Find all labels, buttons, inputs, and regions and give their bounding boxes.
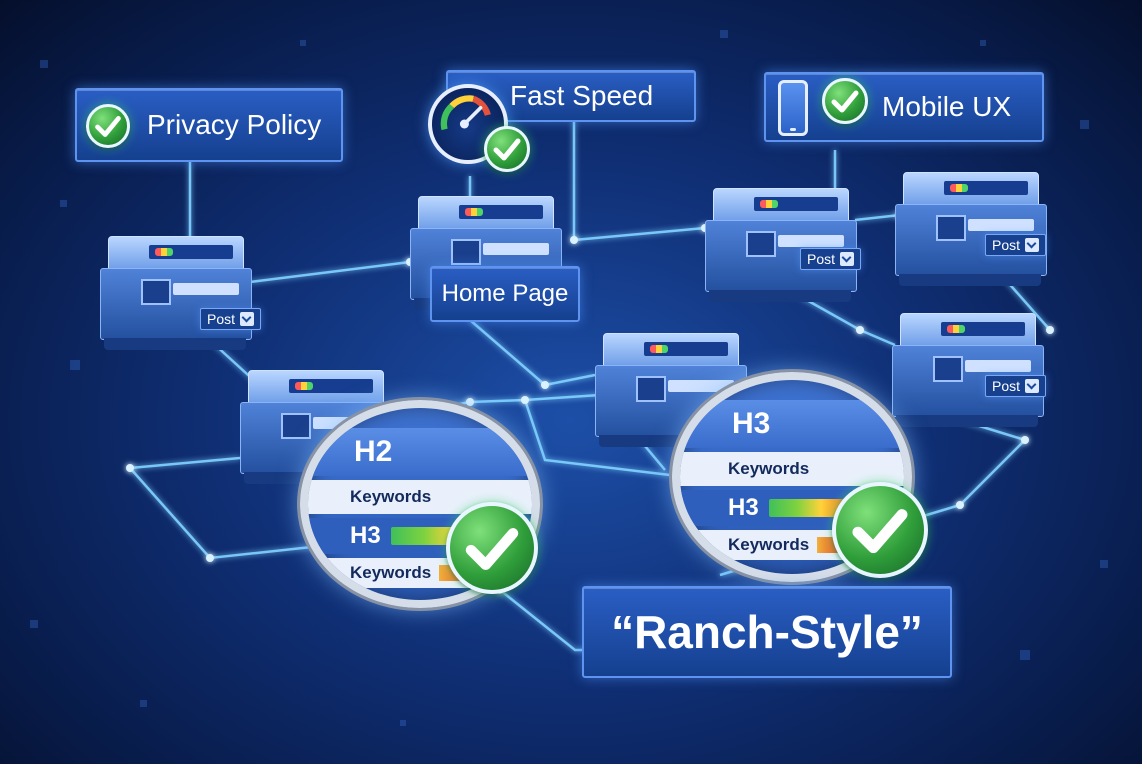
node-dot: [126, 464, 134, 472]
keyword-score-meter: [768, 499, 849, 517]
server-center: [595, 333, 747, 448]
server-post-lower-right: [892, 313, 1044, 428]
node-dot: [856, 326, 864, 334]
link-mid-lens: [523, 399, 671, 477]
server-post-top: [705, 188, 857, 303]
post-label: Post: [992, 378, 1021, 394]
link-right-lower: [909, 418, 1028, 522]
bg-pixel: [70, 360, 80, 370]
node-dot: [521, 396, 529, 404]
privacy-policy-text: Privacy Policy: [147, 109, 322, 140]
bg-pixel: [980, 40, 986, 46]
ranch-style-text: “Ranch-Style”: [611, 606, 923, 658]
bg-pixel: [400, 720, 406, 726]
check-icon: [86, 104, 130, 148]
server-privacy: [100, 236, 252, 351]
post-label: Post: [992, 237, 1021, 253]
lens-heading: H3: [680, 400, 904, 448]
link-bottom: [499, 589, 590, 652]
mobile-ux-label: Mobile UX: [764, 72, 1044, 142]
check-icon: [446, 502, 538, 594]
post-tag: Post: [800, 248, 862, 270]
mobile-ux-text: Mobile UX: [882, 91, 1012, 122]
post-label: Post: [207, 311, 236, 327]
post-tag: Post: [985, 375, 1047, 397]
check-icon: [484, 126, 530, 172]
chevron-down-icon: [1025, 238, 1040, 252]
bg-pixel: [140, 700, 147, 707]
bg-pixel: [30, 620, 38, 628]
link-top-row: [249, 260, 411, 284]
node-dot: [1021, 436, 1029, 444]
link-home-to-mid: [469, 319, 596, 387]
lens-heading: H2: [308, 428, 532, 476]
node-dot: [956, 501, 964, 509]
post-tag: Post: [985, 234, 1047, 256]
check-icon: [822, 78, 868, 124]
chevron-down-icon: [840, 252, 855, 266]
fast-speed-text: Fast Speed: [510, 80, 654, 111]
lens-keywords: Keywords: [680, 452, 904, 486]
node-dot: [1046, 326, 1054, 334]
node-dot: [206, 554, 214, 562]
post-label: Post: [807, 251, 836, 267]
link-lower-left: [127, 456, 331, 560]
chevron-down-icon: [240, 312, 255, 326]
mobile-phone-icon: [778, 80, 808, 136]
magnifier-lens-right: H3 Keywords H3 Keywords: [672, 372, 912, 582]
home-page-text: Home Page: [441, 280, 569, 307]
ranch-style-label: “Ranch-Style”: [582, 586, 952, 678]
node-dot: [541, 381, 549, 389]
link-post-to-post: [854, 213, 901, 222]
bg-pixel: [720, 30, 728, 38]
node-dot: [466, 398, 474, 406]
link-home-to-post: [573, 226, 706, 242]
chevron-down-icon: [1025, 379, 1040, 393]
bg-pixel: [300, 40, 306, 46]
bg-pixel: [60, 200, 67, 207]
home-page-label: Home Page: [430, 266, 580, 322]
post-tag: Post: [200, 308, 262, 330]
bg-pixel: [1020, 650, 1030, 660]
server-post-right: [895, 172, 1047, 287]
bg-pixel: [1080, 120, 1089, 129]
node-dot: [570, 236, 578, 244]
bg-pixel: [1100, 560, 1108, 568]
check-icon: [832, 482, 928, 578]
bg-pixel: [40, 60, 48, 68]
